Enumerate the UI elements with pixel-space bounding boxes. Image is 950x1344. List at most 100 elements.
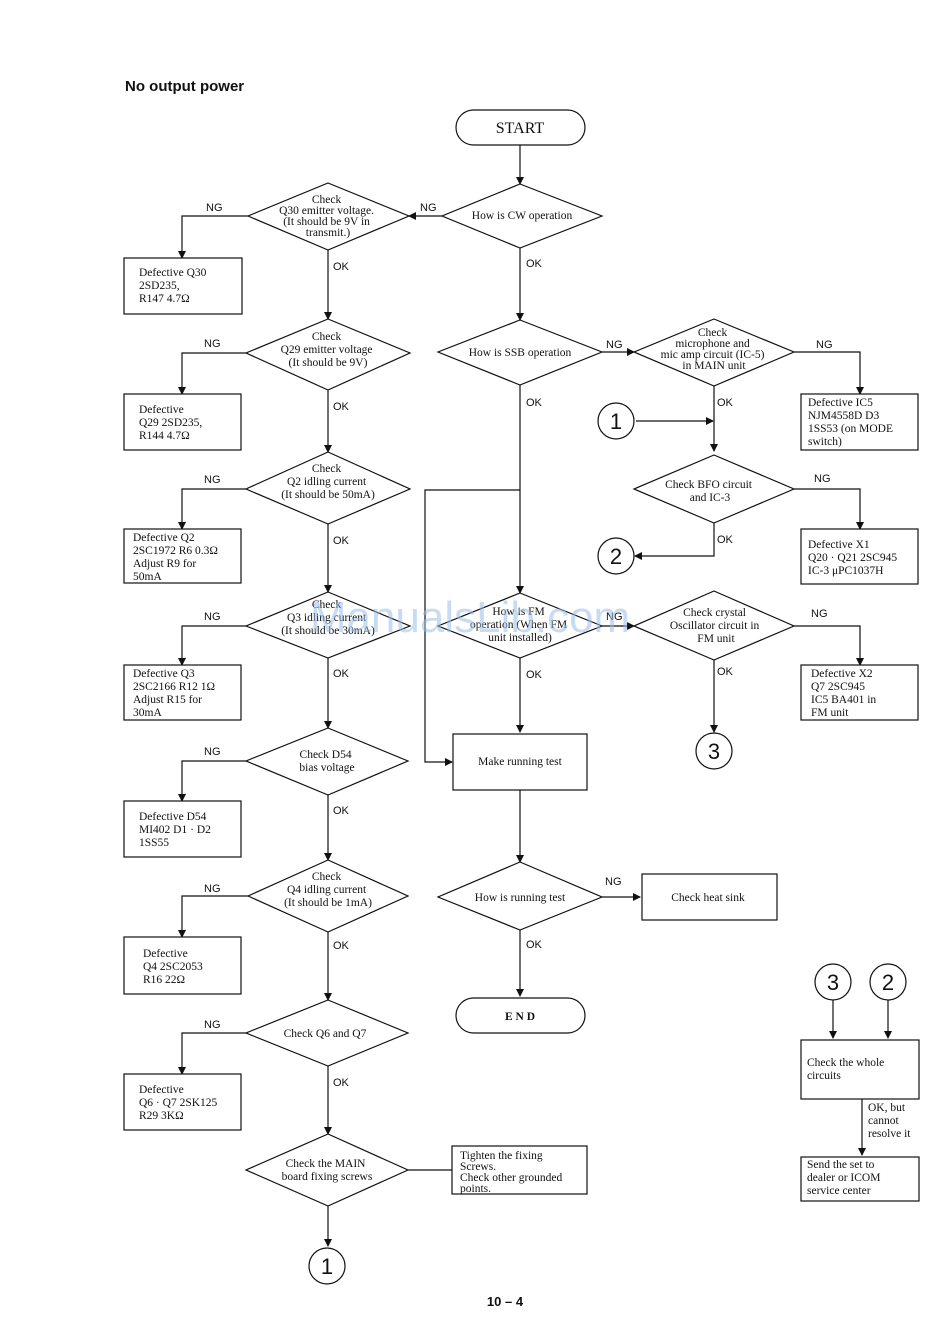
main-board-text: Check the MAIN board fixing screws: [282, 1158, 373, 1183]
ng-label: NG: [204, 746, 221, 758]
bfo-defect-text: Defective X1 Q20 · Q21 2SC945 IC-3 μPC10…: [808, 539, 900, 577]
bfo-check-text: Check BFO circuit and IC-3: [665, 479, 755, 504]
connector-3-bottom: [814, 963, 852, 1001]
q4-check-text: Check Q4 idling current (It should be 1m…: [284, 871, 372, 909]
q6q7-defect-text: Defective Q6 · Q7 2SK125 R29 3KΩ: [139, 1084, 220, 1122]
q2-defect-box: [123, 528, 242, 584]
q29-check-text: Check Q29 emitter voltage (It should be …: [281, 331, 376, 369]
connector-1-label: 1: [610, 409, 622, 434]
ok-label: OK: [333, 535, 350, 547]
connector-2-bottom: [869, 963, 907, 1001]
start-label: START: [496, 120, 545, 137]
connector-lines: [178, 145, 892, 1247]
ssb-text: How is SSB operation: [469, 347, 572, 359]
heat-sink-box: [641, 873, 778, 921]
ng-label: NG: [606, 611, 623, 623]
ng-label: NG: [420, 202, 437, 214]
mic-defect-text: Defective IC5 NJM4558D D3 1SS53 (on MODE…: [808, 397, 896, 448]
ssb-decision: [436, 319, 604, 386]
ok-label: OK: [526, 258, 543, 270]
connector-2-label: 2: [610, 544, 622, 569]
ng-label: NG: [204, 883, 221, 895]
ok-label: OK: [717, 666, 734, 678]
running-test-box: [452, 733, 588, 791]
send-text: Send the set to dealer or ICOM service c…: [807, 1159, 883, 1197]
q2-check-text: Check Q2 idling current (It should be 50…: [281, 463, 375, 501]
ok-label: OK: [717, 397, 734, 409]
q3-check: [244, 591, 412, 659]
ng-label: NG: [814, 473, 831, 485]
cw-decision: [440, 183, 604, 249]
how-running-text: How is running test: [475, 892, 566, 904]
ok-label: OK: [333, 805, 350, 817]
q30-defect-box: [123, 257, 243, 315]
ok-label: OK: [526, 939, 543, 951]
main-board-check: [244, 1133, 410, 1207]
d54-defect-box: [123, 800, 242, 858]
q2-defect-text: Defective Q2 2SC1972 R6 0.3Ω Adjust R9 f…: [133, 532, 221, 583]
q6q7-check: [244, 999, 410, 1067]
ng-label: NG: [204, 1019, 221, 1031]
crystal-check-text: Check crystal Oscillator circuit in FM u…: [670, 607, 762, 645]
ng-label: NG: [811, 608, 828, 620]
bfo-check: [632, 454, 796, 524]
ng-label: NG: [204, 338, 221, 350]
q2-check: [244, 451, 412, 525]
fm-decision: [436, 592, 604, 659]
fm-text: How is FM operation (When FM unit instal…: [470, 606, 570, 644]
end-label: E N D: [505, 1011, 535, 1023]
q29-check: [244, 318, 412, 391]
connector-3-right: [695, 732, 733, 770]
ok-but-text: OK, but cannot resolve it: [868, 1102, 911, 1140]
crystal-check: [632, 590, 796, 661]
q6q7-check-text: Check Q6 and Q7: [284, 1028, 367, 1040]
connector-2-label: 2: [882, 970, 894, 995]
running-test-text: Make running test: [478, 756, 562, 768]
mic-check: [632, 318, 796, 387]
running-test-decision: [436, 861, 604, 931]
start-terminal: [455, 109, 586, 146]
ng-label: NG: [605, 876, 622, 888]
ng-label: NG: [816, 339, 833, 351]
connector-1-label: 1: [321, 1254, 333, 1279]
connector-1-right: [597, 402, 635, 440]
ng-label: NG: [606, 339, 623, 351]
send-box: [800, 1156, 920, 1202]
ok-label: OK: [333, 940, 350, 952]
q4-defect-box: [123, 936, 242, 995]
crystal-defect-text: Defective X2 Q7 2SC945 IC5 BA401 in FM u…: [811, 668, 879, 719]
connector-1-bottom: [308, 1247, 346, 1285]
tighten-text: Tighten the fixing Screws. Check other g…: [460, 1150, 565, 1195]
ng-label: NG: [204, 611, 221, 623]
q30-defect-text: Defective Q30 2SD235, R147 4.7Ω: [139, 267, 209, 305]
tighten-box: [451, 1145, 588, 1195]
q4-defect-text: Defective Q4 2SC2053 R16 22Ω: [143, 948, 206, 986]
d54-check-text: Check D54 bias voltage: [299, 749, 354, 774]
q29-defect-text: Defective Q29 2SD235, R144 4.7Ω: [139, 404, 205, 442]
ok-label: OK: [333, 261, 350, 273]
q29-defect-box: [123, 393, 242, 451]
d54-defect-text: Defective D54 MI402 D1 · D2 1SS55: [139, 811, 214, 849]
d54-check: [244, 727, 410, 796]
mic-defect-box: [800, 393, 919, 451]
ok-label: OK: [526, 397, 543, 409]
ok-label: OK: [526, 669, 543, 681]
check-whole-box: [800, 1039, 920, 1100]
page-title: No output power: [125, 78, 244, 95]
mic-check-text: Check microphone and mic amp circuit (IC…: [661, 327, 768, 372]
ok-label: OK: [333, 668, 350, 680]
end-terminal: [455, 997, 586, 1034]
q3-check-text: Check Q3 idling current (It should be 30…: [281, 599, 375, 637]
connector-3-label: 3: [708, 739, 720, 764]
check-whole-text: Check the whole circuits: [807, 1057, 887, 1082]
q30-check-text: Check Q30 emitter voltage. (It should be…: [279, 194, 377, 239]
ok-label: OK: [333, 401, 350, 413]
ng-label: NG: [204, 474, 221, 486]
bfo-defect-box: [800, 528, 919, 585]
connector-3-label: 3: [827, 970, 839, 995]
heat-sink-text: Check heat sink: [671, 892, 745, 904]
cw-text: How is CW operation: [472, 210, 573, 222]
q3-defect-text: Defective Q3 2SC2166 R12 1Ω Adjust R15 f…: [133, 668, 218, 719]
crystal-defect-box: [800, 664, 919, 721]
